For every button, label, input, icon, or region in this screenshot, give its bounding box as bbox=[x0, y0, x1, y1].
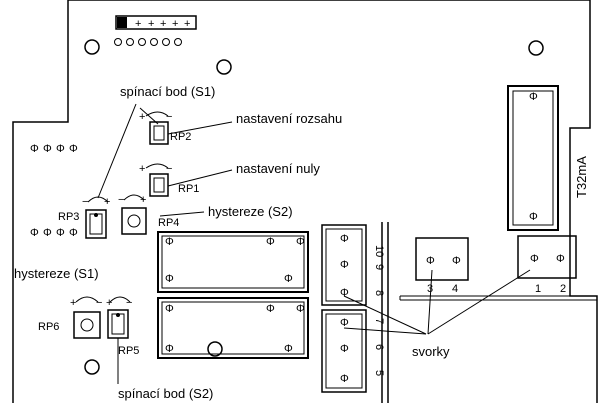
relay-upper: Φ Φ Φ Φ Φ bbox=[157, 231, 309, 293]
svg-text:RP1: RP1 bbox=[178, 183, 199, 195]
svg-text:+: + bbox=[184, 18, 190, 30]
svorky-leaders bbox=[343, 269, 531, 335]
svg-text:Φ: Φ bbox=[284, 273, 293, 285]
svg-text:9: 9 bbox=[373, 264, 385, 270]
svg-text:Φ: Φ bbox=[340, 317, 349, 329]
svg-text:+: + bbox=[148, 18, 154, 30]
svg-text:+: + bbox=[160, 18, 166, 30]
potentiometer-rp1: + − RP1 bbox=[139, 163, 233, 197]
svg-text:Φ: Φ bbox=[69, 143, 78, 155]
svg-text:RP6: RP6 bbox=[38, 321, 59, 333]
svg-text:RP4: RP4 bbox=[158, 217, 179, 229]
svg-text:+: + bbox=[139, 111, 145, 123]
svg-text:Φ: Φ bbox=[165, 343, 174, 355]
svg-text:−: − bbox=[126, 297, 132, 309]
board-outline bbox=[12, 0, 598, 403]
svg-text:+: + bbox=[139, 163, 145, 175]
svg-text:Φ: Φ bbox=[529, 91, 538, 103]
svg-text:Φ: Φ bbox=[296, 236, 305, 248]
svg-text:Φ: Φ bbox=[284, 343, 293, 355]
svg-text:+: + bbox=[140, 194, 146, 206]
label-spinaci-bod-s1: spínací bod (S1) bbox=[120, 84, 215, 99]
svg-text:RP5: RP5 bbox=[118, 345, 139, 357]
dot-row-lower: Φ Φ Φ Φ bbox=[30, 227, 78, 239]
label-spinaci-bod-s2: spínací bod (S2) bbox=[118, 386, 213, 401]
relay-lower: Φ Φ Φ Φ Φ bbox=[157, 297, 309, 359]
svg-text:7: 7 bbox=[373, 318, 385, 324]
svg-text:Φ: Φ bbox=[340, 287, 349, 299]
potentiometer-rp3: − + RP3 bbox=[58, 196, 110, 239]
svg-text:Φ: Φ bbox=[296, 303, 305, 315]
svg-text:+: + bbox=[106, 297, 112, 309]
dot-row-upper: Φ Φ Φ Φ bbox=[30, 143, 78, 155]
svg-text:Φ: Φ bbox=[340, 259, 349, 271]
svg-text:+: + bbox=[70, 297, 76, 309]
terminal-block-3-4: Φ Φ 3 4 bbox=[415, 237, 469, 295]
svg-text:Φ: Φ bbox=[43, 227, 52, 239]
svg-text:−: − bbox=[166, 111, 172, 123]
svg-text:Φ: Φ bbox=[426, 255, 435, 267]
svg-text:Φ: Φ bbox=[529, 211, 538, 223]
terminal-block-upper: Φ Φ Φ bbox=[321, 224, 367, 306]
svg-text:Φ: Φ bbox=[69, 227, 78, 239]
svg-text:T32mA: T32mA bbox=[574, 156, 589, 198]
svg-text:Φ: Φ bbox=[30, 143, 39, 155]
svg-text:Φ: Φ bbox=[165, 303, 174, 315]
svg-text:Φ: Φ bbox=[43, 143, 52, 155]
svg-text:Φ: Φ bbox=[266, 236, 275, 248]
svg-text:+: + bbox=[172, 18, 178, 30]
svg-text:Φ: Φ bbox=[165, 236, 174, 248]
svg-text:Φ: Φ bbox=[452, 255, 461, 267]
potentiometer-rp4: − + RP4 bbox=[118, 194, 205, 235]
label-nastaveni-rozsahu: nastavení rozsahu bbox=[236, 111, 342, 126]
svg-text:Φ: Φ bbox=[266, 303, 275, 315]
svg-text:−: − bbox=[166, 163, 172, 175]
svg-text:Φ: Φ bbox=[340, 373, 349, 385]
label-hystereze-s1: hystereze (S1) bbox=[14, 266, 99, 281]
svg-text:Φ: Φ bbox=[340, 343, 349, 355]
svg-text:−: − bbox=[82, 196, 88, 208]
svg-text:Φ: Φ bbox=[165, 273, 174, 285]
label-hystereze-s2: hystereze (S2) bbox=[208, 204, 293, 219]
svg-text:+: + bbox=[104, 196, 110, 208]
terminal-block-1-2: Φ Φ 1 2 bbox=[517, 235, 577, 295]
svg-text:−: − bbox=[118, 194, 124, 206]
svg-text:10: 10 bbox=[373, 245, 385, 257]
svg-text:+: + bbox=[135, 18, 141, 30]
terminal-block-lower: Φ Φ Φ bbox=[321, 309, 367, 393]
svg-text:Φ: Φ bbox=[340, 233, 349, 245]
svg-text:1: 1 bbox=[535, 283, 541, 295]
svg-text:Φ: Φ bbox=[530, 253, 539, 265]
svg-text:Φ: Φ bbox=[556, 253, 565, 265]
svg-text:5: 5 bbox=[373, 370, 385, 376]
svg-text:6: 6 bbox=[373, 344, 385, 350]
pin-header: + + + + + bbox=[114, 15, 197, 46]
svg-text:−: − bbox=[96, 297, 102, 309]
svg-text:Φ: Φ bbox=[30, 227, 39, 239]
svg-text:RP3: RP3 bbox=[58, 211, 79, 223]
svg-text:Φ: Φ bbox=[56, 227, 65, 239]
potentiometer-rp5: + − RP5 bbox=[106, 296, 139, 384]
potentiometer-rp2: + − RP2 bbox=[139, 107, 233, 145]
svg-text:8: 8 bbox=[373, 290, 385, 296]
svg-text:3: 3 bbox=[427, 283, 433, 295]
svg-text:2: 2 bbox=[560, 283, 566, 295]
potentiometer-rp6: + − RP6 bbox=[38, 296, 102, 339]
svg-text:RP2: RP2 bbox=[170, 131, 191, 143]
svg-text:Φ: Φ bbox=[56, 143, 65, 155]
label-nastaveni-nuly: nastavení nuly bbox=[236, 161, 320, 176]
mounting-holes bbox=[84, 39, 544, 375]
label-svorky: svorky bbox=[412, 344, 450, 359]
svg-text:4: 4 bbox=[452, 283, 458, 295]
fuse: Φ Φ T32mA bbox=[507, 85, 589, 231]
